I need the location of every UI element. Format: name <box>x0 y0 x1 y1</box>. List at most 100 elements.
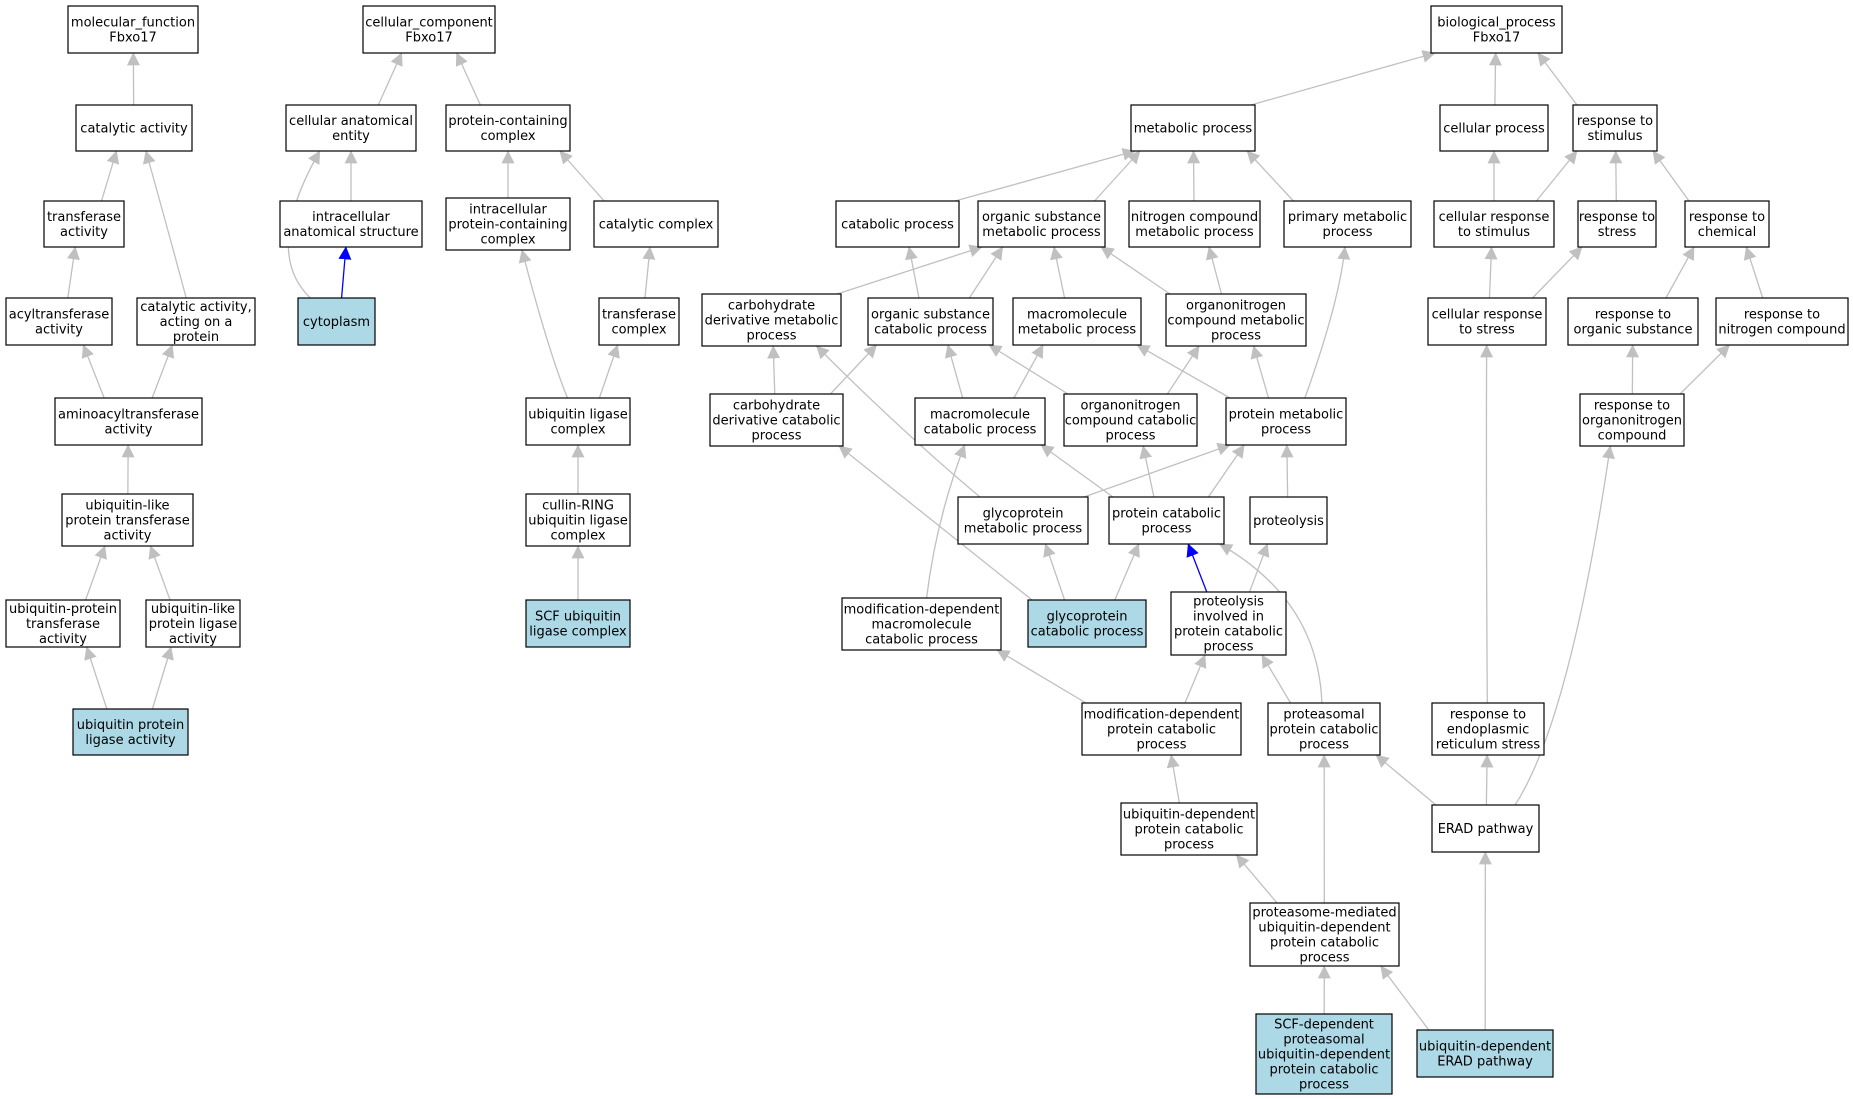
node-box <box>1249 496 1328 545</box>
edge-transferase_complex-to-catalytic_complex <box>642 246 656 299</box>
node-label-line: protein catabolic <box>1269 723 1378 738</box>
node-box <box>1267 702 1381 756</box>
go-term-node-proteolysis[interactable]: proteolysis <box>1249 496 1328 545</box>
node-label-line: complex <box>611 323 666 338</box>
node-label-line: organonitrogen <box>1186 299 1286 314</box>
node-box <box>1170 591 1287 656</box>
edge-cytoplasm-to-intracell_anat <box>338 246 352 299</box>
node-box <box>1063 393 1198 447</box>
node-box <box>1130 104 1256 152</box>
edge-proteolysis_prot_catab-to-protein_catab <box>1186 543 1208 593</box>
node-box <box>75 104 193 152</box>
edge-erad-to-resp_er_stress <box>1480 754 1494 806</box>
node-label-line: intracellular <box>312 210 390 225</box>
node-label-line: complex <box>550 529 605 544</box>
node-label-line: response to <box>1579 210 1655 225</box>
node-label-line: protein-containing <box>448 114 567 129</box>
node-label-line: ERAD pathway <box>1438 822 1534 837</box>
edge-aminoacyltransferase-to-cat_act_protein <box>151 344 175 399</box>
go-term-node-metabolic_process[interactable]: metabolic process <box>1130 104 1256 152</box>
node-label-line: activity <box>60 225 108 240</box>
node-label-line: macromolecule <box>930 408 1030 423</box>
node-label-line: glycoprotein <box>983 507 1064 522</box>
go-term-node-cellular_process[interactable]: cellular process <box>1439 104 1549 152</box>
edge-proteasomal_prot_catab-to-proteolysis_prot_catab <box>1261 654 1292 704</box>
go-term-node-proteasome_mediated[interactable]: proteasome-mediatedubiquitin-dependentpr… <box>1249 902 1400 967</box>
go-term-node-cytoplasm[interactable]: cytoplasm <box>297 297 376 346</box>
node-box <box>5 599 121 648</box>
go-term-node-catabolic_process[interactable]: catabolic process <box>835 200 960 248</box>
node-box <box>525 493 631 547</box>
edge-ub_ligase_complex-to-intracell_protein_complex <box>518 249 569 399</box>
node-label-line: compound catabolic <box>1065 414 1197 429</box>
go-term-node-mod_dep_macro_catab[interactable]: modification-dependentmacromoleculecatab… <box>841 597 1002 651</box>
node-box <box>1439 104 1549 152</box>
node-label-line: metabolic process <box>982 225 1101 240</box>
node-box <box>525 397 631 446</box>
go-term-node-catalytic_activity[interactable]: catalytic activity <box>75 104 193 152</box>
go-term-node-scf_dependent[interactable]: SCF-dependentproteasomalubiquitin-depend… <box>1255 1013 1393 1095</box>
edge-organic_subst_catab-to-organic_subst_metab <box>968 246 1004 299</box>
node-label-line: response to <box>1594 399 1670 414</box>
node-label-line: macromolecule <box>1027 308 1127 323</box>
node-label-line: catabolic process <box>924 423 1037 438</box>
go-term-node-erad[interactable]: ERAD pathway <box>1431 804 1540 853</box>
go-term-node-catalytic_complex[interactable]: catalytic complex <box>593 200 719 248</box>
node-label-line: proteolysis <box>1193 595 1264 610</box>
node-box <box>1027 599 1147 648</box>
node-box <box>1431 702 1545 756</box>
edge-organic_subst_metab-to-metabolic_process <box>1094 150 1141 202</box>
node-label-line: intracellular <box>469 203 547 218</box>
edge-layer <box>67 50 1764 1031</box>
edge-response_stimulus-to-bp <box>1537 52 1578 106</box>
node-label-line: ubiquitin-dependent <box>1258 921 1390 936</box>
